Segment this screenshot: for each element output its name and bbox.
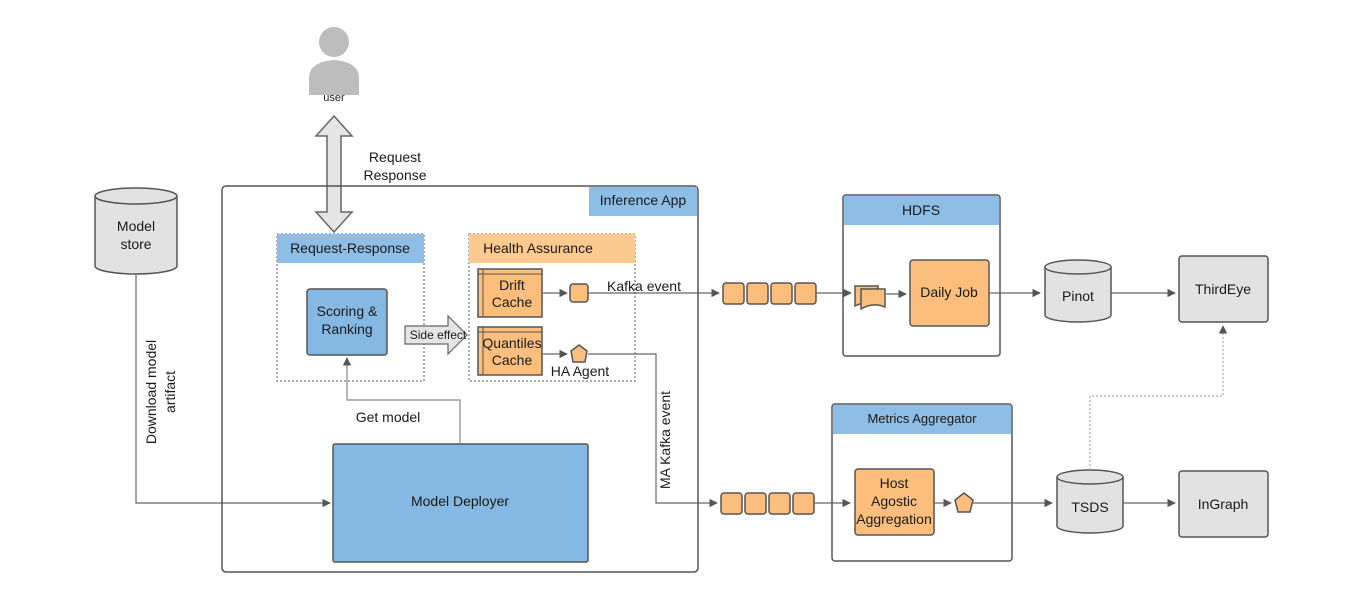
daily-job-label: Daily Job: [920, 284, 978, 300]
hdfs-header: [844, 196, 999, 225]
request-response-title: Request-Response: [290, 240, 410, 256]
download-label-2: artifact: [162, 371, 178, 413]
scoring-ranking-label-1: Scoring &: [317, 303, 378, 319]
quantiles-cache-label-1: Quantiles: [482, 335, 541, 351]
thirdeye-label: ThirdEye: [1195, 281, 1251, 297]
request-label: Request: [369, 149, 421, 165]
user-icon: [309, 27, 359, 95]
ha-agent-node: [570, 344, 588, 363]
model-store-cylinder: [94, 187, 178, 275]
tsds-label: TSDS: [1071, 499, 1108, 515]
metrics-aggregator-title: Metrics Aggregator: [867, 411, 977, 426]
side-effect-arrow: [404, 314, 468, 356]
inference-app-container: [221, 185, 699, 573]
metrics-aggregator-container: [831, 403, 1013, 562]
scoring-ranking-label-2: Ranking: [321, 321, 372, 337]
model-store-label-1: Model: [117, 218, 155, 234]
quantiles-cache-label-2: Cache: [492, 352, 533, 368]
get-model-label: Get model: [356, 409, 421, 425]
kafka-event-label: Kafka event: [607, 278, 681, 294]
ha-agent-label: HA Agent: [551, 363, 609, 379]
metrics-aggregator-header: [833, 405, 1011, 434]
pinot-label: Pinot: [1062, 288, 1094, 304]
get-model-arrow: [342, 357, 461, 444]
download-label-1: Download model: [143, 340, 159, 444]
health-assurance-group: [468, 233, 636, 382]
hdfs-file-icon: [854, 285, 886, 311]
request-response-header: [277, 234, 424, 263]
quantiles-cache-box: [477, 326, 543, 376]
side-effect-label: Side effect: [410, 328, 467, 342]
tsds-to-thirdeye-arrow: [1089, 325, 1228, 470]
response-label: Response: [363, 167, 426, 183]
pinot-cylinder: [1044, 259, 1112, 323]
drift-cache-label-1: Drift: [499, 277, 525, 293]
ingraph-label: InGraph: [1198, 496, 1249, 512]
host-agg-label-1: Host: [880, 475, 909, 491]
kafka-queue-bottom: [720, 492, 815, 515]
host-agg-label-3: Aggregation: [856, 511, 932, 527]
kafka-producer-node: [569, 283, 589, 303]
hdfs-container: [842, 194, 1001, 357]
metrics-agent-node: [954, 492, 974, 513]
host-aggregation-box: [854, 468, 935, 536]
host-agg-label-2: Agostic: [871, 493, 917, 509]
model-deployer-label: Model Deployer: [411, 493, 509, 509]
ma-kafka-event-label: MA Kafka event: [657, 391, 673, 489]
ma-kafka-event-arrow: [588, 353, 718, 508]
tsds-cylinder: [1056, 469, 1124, 534]
drift-cache-box: [477, 268, 543, 318]
drift-cache-label-2: Cache: [492, 294, 533, 310]
kafka-queue-top: [722, 282, 817, 305]
inference-app-header: [589, 187, 697, 216]
request-response-arrow: [314, 114, 354, 234]
scoring-ranking-box: [306, 288, 388, 356]
hdfs-title: HDFS: [902, 202, 940, 218]
model-store-label-2: store: [120, 236, 151, 252]
ingraph-box: [1178, 470, 1269, 538]
inference-app-title: Inference App: [600, 192, 687, 208]
download-arrow: [135, 275, 331, 508]
thirdeye-box: [1178, 255, 1269, 323]
user-label: user: [323, 92, 345, 104]
health-assurance-title: Health Assurance: [483, 240, 593, 256]
health-assurance-header: [469, 234, 635, 263]
